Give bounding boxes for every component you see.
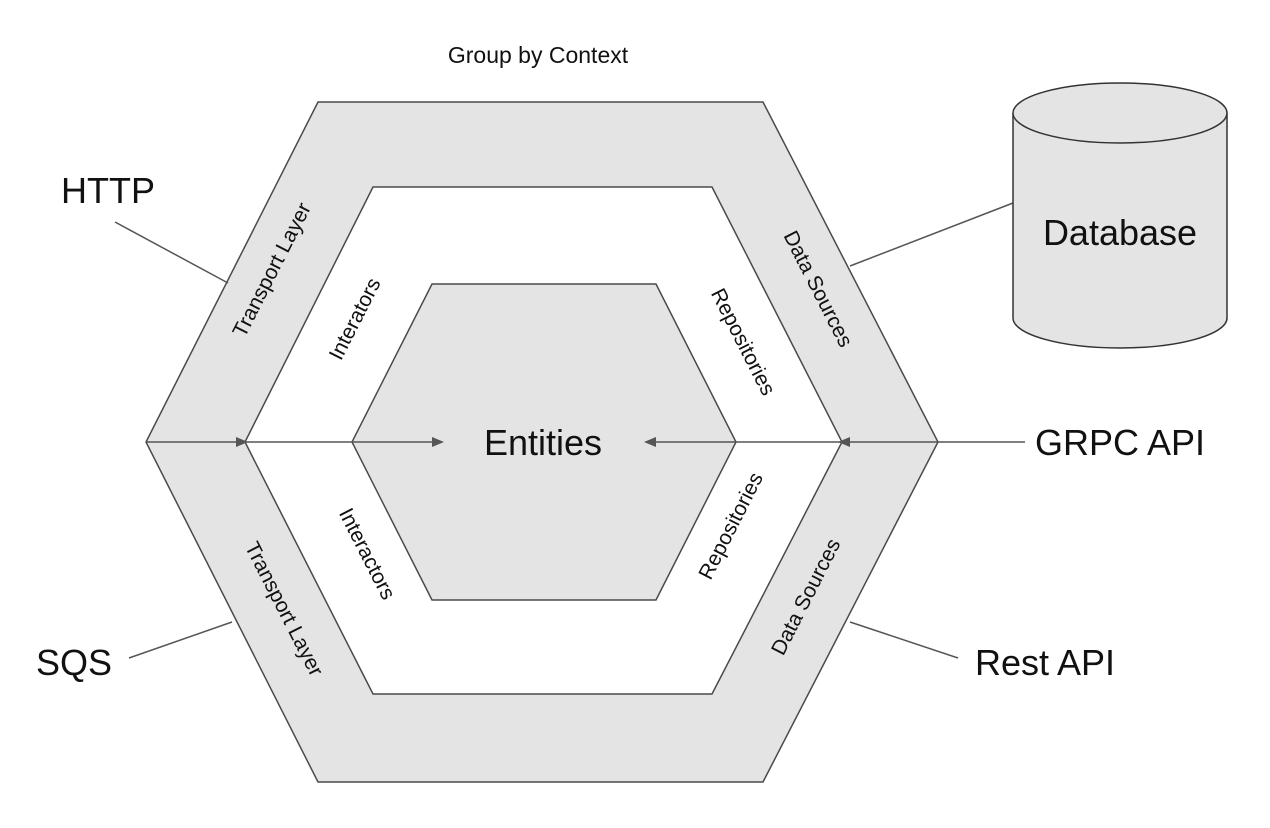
sqs-connector	[128, 621, 233, 659]
database-connector	[849, 202, 1014, 267]
entities-label: Entities	[484, 422, 602, 463]
grpc-api-label: GRPC API	[1035, 422, 1205, 463]
arrow-to-entities-right	[644, 437, 656, 447]
diagram-title: Group by Context	[448, 42, 629, 68]
arrow-to-repositories	[838, 437, 850, 447]
arrow-to-interactors	[236, 437, 248, 447]
database-label: Database	[1043, 212, 1197, 253]
rest-api-label: Rest API	[975, 642, 1115, 683]
sqs-label: SQS	[36, 642, 112, 683]
http-connector	[114, 221, 229, 284]
http-label: HTTP	[61, 170, 155, 211]
rest-api-connector	[849, 621, 959, 659]
arrow-to-entities-left	[432, 437, 444, 447]
database-cylinder-icon	[1012, 82, 1228, 349]
